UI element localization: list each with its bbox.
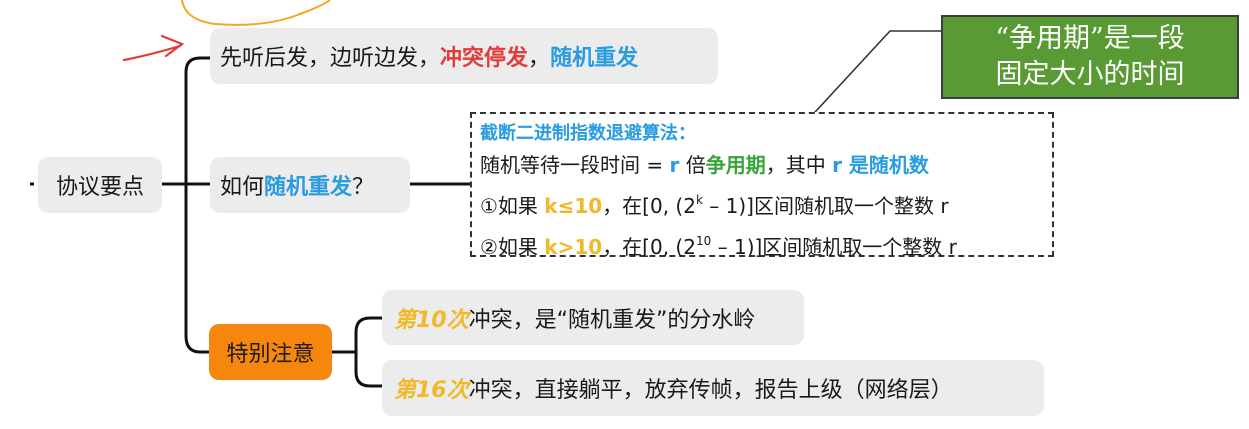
- case2-condition: k>10: [544, 235, 603, 259]
- algorithm-line-k-large: ②如果 k>10，在[0, (210 – 1)]区间随机取一个整数 r: [480, 224, 1044, 265]
- branch-node-principle[interactable]: 先听后发 ，边听边发， 冲突停发 ， 随机重发: [210, 28, 718, 84]
- case1-condition: k≤10: [544, 194, 603, 218]
- root-node[interactable]: 协议要点: [38, 157, 162, 213]
- text-listen-first: 先听后发: [220, 46, 309, 71]
- text-16th: 第16次: [394, 378, 469, 403]
- case2-range-end: – 1)]区间随机取一个整数 r: [711, 235, 957, 259]
- root-label: 协议要点: [55, 175, 144, 200]
- case2-range-start: ，在[0, (2: [602, 235, 696, 259]
- note-line-2: 固定大小的时间: [995, 59, 1185, 90]
- case1-range-start: ，在[0, (2: [602, 194, 696, 218]
- text-how: 如何: [220, 175, 265, 200]
- wait-text: 随机等待一段时间 =: [480, 153, 670, 177]
- sub-node-10th-collision[interactable]: 第10次 冲突，是“随机重发”的分水岭: [382, 290, 804, 345]
- algorithm-box: 截断二进制指数退避算法： 随机等待一段时间 = r 倍争用期，其中 r 是随机数…: [470, 112, 1054, 259]
- case1-range-end: – 1)]区间随机取一个整数 r: [702, 194, 949, 218]
- note-line-1: “争用期”是一段: [995, 23, 1185, 54]
- branch-node-how-resend[interactable]: 如何 随机重发 ？: [210, 157, 410, 213]
- r-var: r: [669, 153, 680, 177]
- note-pointer-line: [779, 30, 941, 151]
- pen-scribble: [181, 0, 331, 26]
- text-collision-stop: 冲突停发: [440, 46, 529, 71]
- times-text: 倍: [679, 153, 706, 177]
- case2-exponent: 10: [695, 234, 712, 248]
- branch-node-special-note[interactable]: 特别注意: [209, 324, 332, 380]
- text-question-mark: ？: [352, 175, 375, 200]
- where-text: ，其中: [765, 153, 833, 177]
- algorithm-line-k-small: ①如果 k≤10，在[0, (2k – 1)]区间随机取一个整数 r: [480, 183, 1044, 224]
- text-random-resend: 随机重发: [550, 46, 639, 71]
- text-10th: 第10次: [394, 307, 469, 333]
- case1-label: ①如果: [480, 194, 545, 218]
- special-label: 特别注意: [226, 342, 315, 367]
- text-comma: ，: [528, 46, 551, 71]
- algorithm-title: 截断二进制指数退避算法：: [480, 123, 696, 144]
- text-random-resend-highlight: 随机重发: [264, 175, 353, 200]
- algorithm-line-wait: 随机等待一段时间 = r 倍争用期，其中 r 是随机数: [480, 148, 1044, 183]
- case2-label: ②如果: [480, 235, 545, 259]
- sub-node-16th-collision[interactable]: 第16次 冲突，直接躺平，放弃传帧，报告上级（网络层）: [382, 360, 1044, 416]
- red-arrow-annotation: [122, 34, 185, 62]
- text-10th-desc: 冲突，是“随机重发”的分水岭: [468, 307, 756, 333]
- contention-period-text: 争用期: [705, 153, 766, 177]
- text-16th-desc: 冲突，直接躺平，放弃传帧，报告上级（网络层）: [468, 378, 953, 403]
- r-is-random-text: r 是随机数: [832, 153, 929, 177]
- contention-period-note: “争用期”是一段 固定大小的时间: [941, 15, 1239, 99]
- case1-exponent: k: [695, 193, 703, 207]
- text-listen-while-send: ，边听边发，: [308, 46, 441, 71]
